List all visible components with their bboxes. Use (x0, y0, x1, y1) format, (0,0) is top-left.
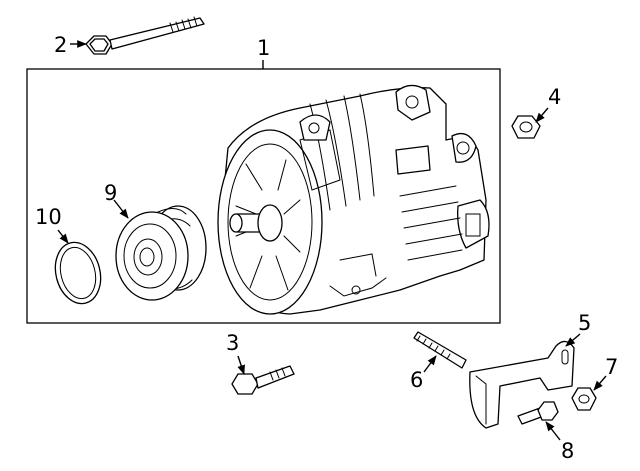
callout-7: 7 (605, 355, 618, 379)
bolt-icon[interactable] (517, 401, 559, 425)
callout-1: 1 (257, 36, 270, 60)
alternator-assembly-icon[interactable] (217, 84, 490, 315)
callout-6: 6 (410, 368, 423, 392)
nut-icon[interactable] (511, 115, 541, 139)
nut-icon[interactable] (571, 387, 597, 411)
bracket-icon[interactable] (469, 340, 575, 429)
callout-4: 4 (548, 85, 561, 109)
callout-2: 2 (54, 33, 67, 57)
stud-icon[interactable] (413, 331, 467, 369)
callout-10: 10 (35, 205, 62, 229)
callout-3: 3 (226, 331, 239, 355)
callout-8: 8 (561, 439, 574, 463)
pulley-icon[interactable] (115, 205, 207, 301)
leader-lines (57, 40, 607, 441)
callout-5: 5 (578, 311, 591, 335)
seal-ring-icon[interactable] (49, 238, 107, 309)
callout-9: 9 (104, 181, 117, 205)
bolt-icon[interactable] (231, 365, 295, 395)
bolt-icon[interactable] (85, 16, 205, 55)
assembly-frame (26, 60, 501, 324)
